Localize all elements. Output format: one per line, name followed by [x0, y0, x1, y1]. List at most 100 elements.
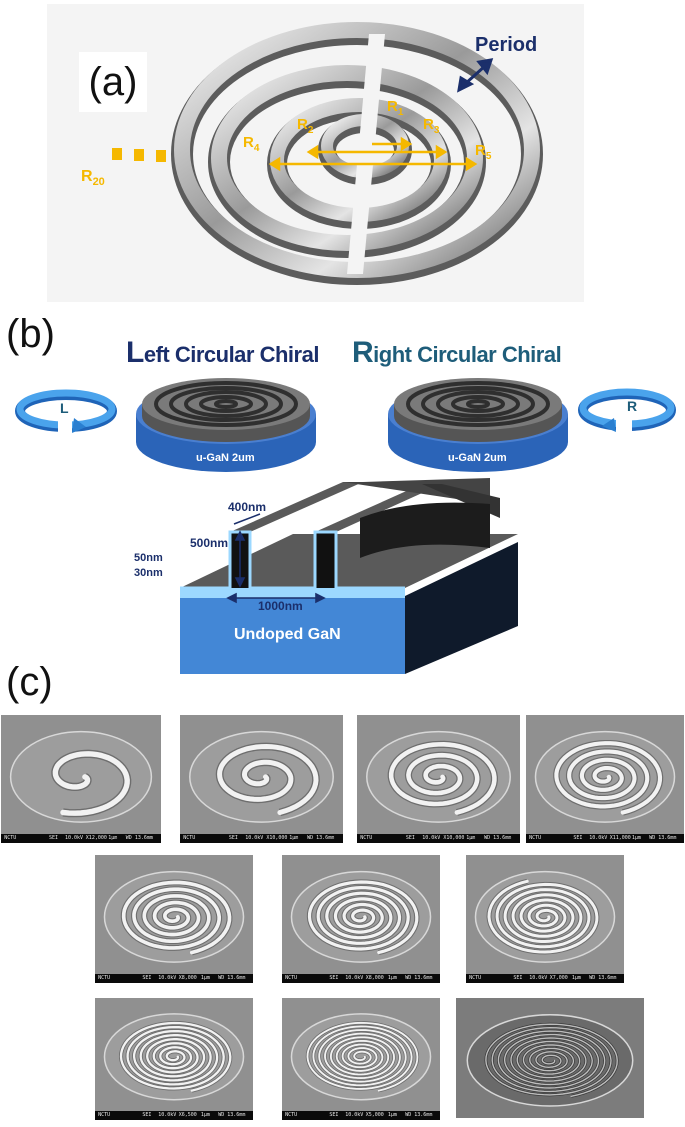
sem-wd: WD 13.6mm [649, 835, 677, 841]
sem-mag: X8,000 [365, 975, 384, 981]
sem-mag: X10,000 [266, 835, 288, 841]
spiral-micrograph [95, 998, 253, 1111]
label-r20: R20 [81, 168, 105, 189]
left-circular-arrow-icon [15, 389, 117, 433]
spiral-micrograph [282, 998, 440, 1111]
sem-det: SEI [405, 835, 415, 841]
sem-det: SEI [329, 975, 339, 981]
sem-kv: 10.0kV [65, 835, 84, 841]
sem-wd: WD 13.6mm [405, 975, 433, 981]
period-label: Period [475, 34, 538, 56]
sem-scale: 1µm [200, 1112, 210, 1118]
sem-wd: WD 13.6mm [218, 1112, 246, 1118]
sem-mag: X6,500 [178, 1112, 197, 1118]
sem-kv: 10.0kV [245, 835, 264, 841]
sem-brand: NCTU [285, 975, 298, 981]
sem-wd: WD 13.6mm [125, 835, 153, 841]
sem-wd: WD 13.6mm [307, 835, 335, 841]
sem-scale: 1µm [200, 975, 210, 981]
left-substrate-label: u-GaN 2um [196, 452, 255, 464]
sem-kv: 10.0kV [345, 1112, 364, 1118]
spiral-micrograph [282, 855, 440, 974]
sem-kv: 10.0kV [345, 975, 364, 981]
left-chiral-device [136, 378, 316, 472]
panel-label-c: (c) [6, 660, 53, 704]
sem-scale: 1µm [631, 835, 641, 841]
sem-brand: NCTU [360, 835, 373, 841]
sem-scale: 1µm [289, 835, 299, 841]
sem-det: SEI [49, 835, 59, 841]
dim-layer-2: 30nm [134, 567, 163, 579]
r20-dots [112, 148, 166, 162]
label-r2: R2 [297, 116, 314, 136]
sem-brand: NCTU [98, 1112, 111, 1118]
spiral-micrograph [466, 855, 624, 974]
sem-brand: NCTU [285, 1112, 298, 1118]
sem-brand: NCTU [4, 835, 17, 841]
label-r3: R3 [423, 116, 440, 136]
sem-brand: NCTU [529, 835, 542, 841]
ring-structure-diagram [112, 22, 543, 285]
spiral-micrograph [1, 715, 161, 834]
sem-kv: 10.0kV [158, 1112, 177, 1118]
sem-det: SEI [142, 975, 152, 981]
dim-top-width: 400nm [228, 500, 267, 514]
sem-mag: X7,000 [549, 975, 568, 981]
dim-height: 500nm [190, 536, 229, 550]
right-arrow-letter: R [627, 398, 638, 414]
sem-kv: 10.0kV [589, 835, 608, 841]
sem-scale: 1µm [466, 835, 476, 841]
sem-wd: WD 13.6mm [218, 975, 246, 981]
sem-mag: X10,000 [443, 835, 465, 841]
sem-kv: 10.0kV [422, 835, 441, 841]
spiral-micrograph [357, 715, 520, 834]
sem-kv: 10.0kV [158, 975, 177, 981]
spiral-micrograph [526, 715, 684, 834]
sem-det: SEI [329, 1112, 339, 1118]
panel-label-a: (a) [79, 52, 147, 112]
sem-det: SEI [513, 975, 523, 981]
dim-layer-1: 50nm [134, 552, 163, 564]
sem-image [456, 998, 644, 1118]
dim-pitch: 1000nm [258, 599, 303, 613]
sem-scale: 1µm [387, 975, 397, 981]
sem-wd: WD 13.6mm [405, 1112, 433, 1118]
sem-mag: X8,000 [178, 975, 197, 981]
sem-brand: NCTU [98, 975, 111, 981]
sem-brand: NCTU [469, 975, 482, 981]
label-r1: R1 [387, 98, 404, 118]
cross-section-block [180, 478, 518, 674]
left-arrow-letter: L [60, 400, 69, 416]
undoped-gan-label: Undoped GaN [234, 626, 341, 643]
spiral-micrograph [95, 855, 253, 974]
spiral-micrograph [180, 715, 343, 834]
sem-scale: 1µm [387, 1112, 397, 1118]
right-circular-arrow-icon [578, 388, 676, 432]
sem-scale: 1µm [571, 975, 581, 981]
sem-mag: X11,000 [609, 835, 631, 841]
sem-mag: X12,000 [85, 835, 107, 841]
right-chiral-title: Right Circular Chiral [352, 336, 562, 369]
period-arrow [457, 58, 494, 93]
spiral-micrograph [456, 998, 644, 1118]
sem-det: SEI [573, 835, 583, 841]
left-chiral-title: Left Circular Chiral [126, 336, 319, 369]
